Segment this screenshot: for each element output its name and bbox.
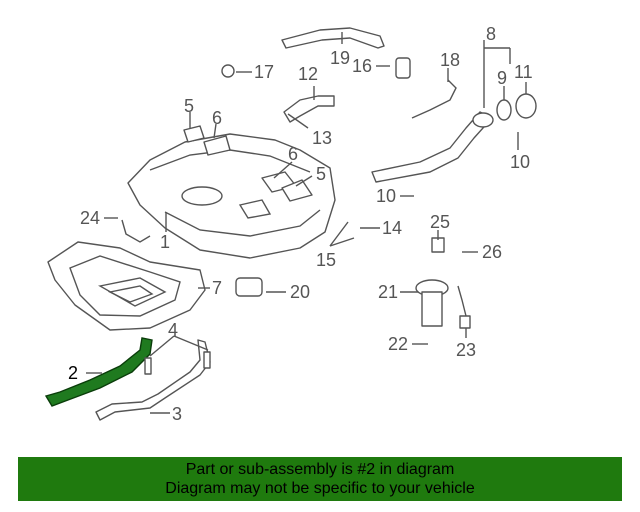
callout-14: 14 bbox=[382, 218, 402, 238]
fuel-tank-part bbox=[127, 125, 336, 259]
filler-hose-part bbox=[281, 27, 385, 49]
callout-16: 16 bbox=[352, 56, 372, 76]
sensor-part bbox=[459, 315, 471, 329]
callout-25: 25 bbox=[430, 212, 450, 232]
leader-lines bbox=[86, 32, 527, 414]
canister-part bbox=[235, 277, 263, 297]
skid-plate-part bbox=[47, 241, 206, 331]
callout-13: 13 bbox=[312, 128, 332, 148]
callout-2: 2 bbox=[68, 363, 78, 383]
sender-unit-part bbox=[395, 57, 411, 79]
callout-5a: 5 bbox=[184, 96, 194, 116]
callout-3: 3 bbox=[172, 404, 182, 424]
fuel-cap-part bbox=[496, 99, 512, 121]
callout-4: 4 bbox=[168, 320, 178, 340]
callout-labels: 1 2 3 4 5 5 6 6 7 8 9 10 10 11 12 13 14 … bbox=[68, 24, 533, 424]
callout-12: 12 bbox=[298, 64, 318, 84]
tank-strap-part bbox=[95, 339, 211, 421]
callout-15: 15 bbox=[316, 250, 336, 270]
vent-hose-part bbox=[411, 79, 457, 119]
cap-ring-part bbox=[515, 93, 537, 119]
clip-part bbox=[221, 64, 235, 78]
callout-17: 17 bbox=[254, 62, 274, 82]
callout-23: 23 bbox=[456, 340, 476, 360]
callout-26: 26 bbox=[482, 242, 502, 262]
callout-6a: 6 bbox=[212, 108, 222, 128]
callout-11: 11 bbox=[514, 62, 533, 82]
callout-21: 21 bbox=[378, 282, 398, 302]
callout-10a: 10 bbox=[376, 186, 396, 206]
bolt-part bbox=[144, 351, 211, 375]
callout-6b: 6 bbox=[288, 144, 298, 164]
callout-19: 19 bbox=[330, 48, 350, 68]
fuel-pump-part bbox=[415, 279, 449, 327]
callout-9: 9 bbox=[497, 68, 507, 88]
callout-8: 8 bbox=[486, 24, 496, 44]
relay-part bbox=[431, 237, 445, 253]
callout-10b: 10 bbox=[510, 152, 530, 172]
banner-line-2: Diagram may not be specific to your vehi… bbox=[165, 480, 475, 497]
callout-22: 22 bbox=[388, 334, 408, 354]
callout-1: 1 bbox=[160, 232, 170, 252]
callout-5b: 5 bbox=[316, 164, 326, 184]
callout-18: 18 bbox=[440, 50, 460, 70]
callout-7: 7 bbox=[212, 278, 222, 298]
callout-20: 20 bbox=[290, 282, 310, 302]
callout-24: 24 bbox=[80, 208, 100, 228]
harness-part bbox=[121, 219, 151, 243]
highlighted-strap-part bbox=[44, 337, 153, 407]
breather-hose-part bbox=[283, 95, 335, 123]
exploded-view-drawing: 1 2 3 4 5 5 6 6 7 8 9 10 10 11 12 13 14 … bbox=[44, 24, 537, 424]
highlight-notice-banner: Part or sub-assembly is #2 in diagram Di… bbox=[18, 457, 622, 501]
banner-line-1: Part or sub-assembly is #2 in diagram bbox=[185, 461, 455, 478]
